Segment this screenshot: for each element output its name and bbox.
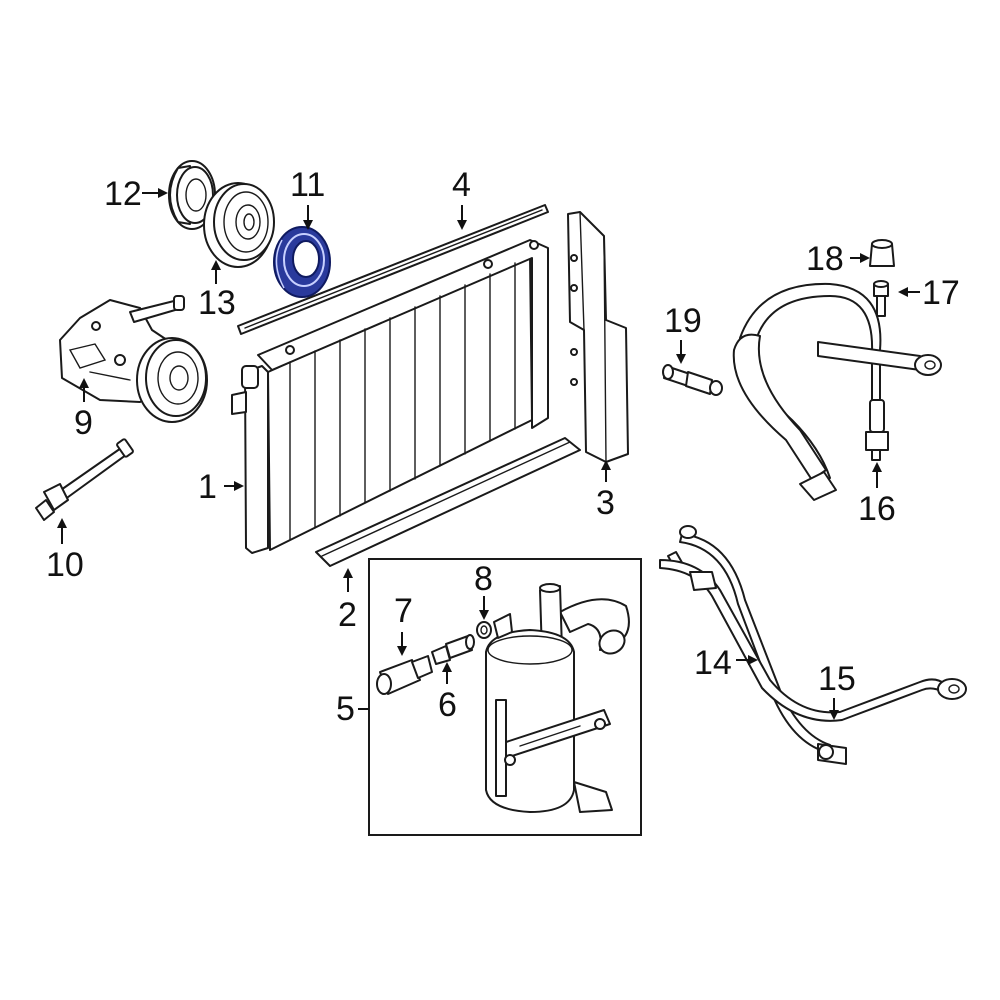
- callout-5[interactable]: 5: [336, 690, 355, 728]
- part-6-valve[interactable]: [431, 634, 475, 665]
- callout-17[interactable]: 17: [922, 274, 960, 312]
- callout-19[interactable]: 19: [664, 302, 702, 340]
- callout-13[interactable]: 13: [198, 284, 236, 322]
- part-17-valve-core[interactable]: [873, 280, 889, 317]
- part-5-accumulator[interactable]: [485, 583, 630, 813]
- part-3-side-baffle[interactable]: [567, 211, 629, 463]
- part-16-hose-assembly[interactable]: [732, 282, 942, 501]
- part-14-suction-line[interactable]: [667, 525, 831, 753]
- part-18-cap[interactable]: [869, 239, 895, 267]
- callout-15[interactable]: 15: [818, 660, 856, 698]
- callout-18[interactable]: 18: [806, 240, 844, 278]
- callout-14[interactable]: 14: [694, 644, 732, 682]
- callout-8[interactable]: 8: [474, 560, 493, 598]
- part-2-lower-seal[interactable]: [315, 437, 581, 567]
- callout-4[interactable]: 4: [452, 166, 471, 204]
- callout-16[interactable]: 16: [858, 490, 896, 528]
- part-5-accumulator-box[interactable]: [368, 558, 642, 836]
- callout-9[interactable]: 9: [74, 404, 93, 442]
- part-15-discharge-line[interactable]: [659, 559, 967, 765]
- part-9-compressor[interactable]: [59, 295, 208, 423]
- callout-3[interactable]: 3: [596, 484, 615, 522]
- part-19-pressure-switch[interactable]: [662, 364, 723, 396]
- part-8-o-ring[interactable]: [476, 613, 513, 639]
- callout-6[interactable]: 6: [438, 686, 457, 724]
- part-4-upper-seal[interactable]: [237, 204, 549, 335]
- callout-labels: 12 13 11 4 9 10 1 2 3 19 18 17 16 14 15 …: [46, 166, 960, 728]
- part-12-bearing[interactable]: [168, 160, 216, 230]
- callout-1[interactable]: 1: [198, 468, 217, 506]
- callout-11[interactable]: 11: [290, 166, 325, 204]
- callout-arrows: [57, 188, 920, 720]
- part-11-clutch-coil-highlighted[interactable]: [273, 226, 331, 298]
- part-1-condenser[interactable]: [231, 239, 549, 554]
- callout-12[interactable]: 12: [104, 175, 142, 213]
- part-10-bolt[interactable]: [35, 438, 134, 521]
- callout-7[interactable]: 7: [394, 592, 413, 630]
- callout-10[interactable]: 10: [46, 546, 84, 584]
- part-13-pulley[interactable]: [203, 182, 275, 268]
- part-7-sensor[interactable]: [376, 655, 433, 695]
- callout-2[interactable]: 2: [338, 596, 357, 634]
